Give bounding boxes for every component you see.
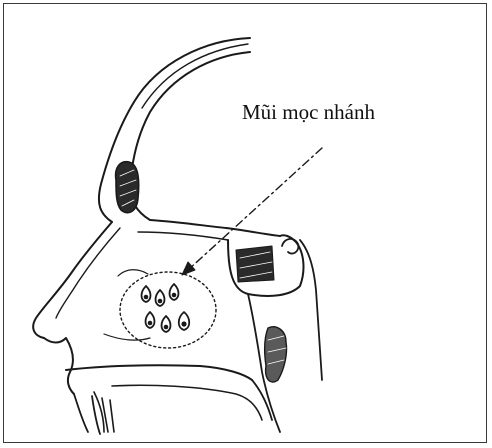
nasal-cavity-roof-inner [138, 232, 228, 240]
polyp-region-outline [120, 272, 216, 348]
turbinate-lines [104, 270, 150, 340]
polyp [142, 286, 151, 302]
hard-palate [66, 365, 252, 380]
sphenoid-sinus [236, 246, 274, 282]
polyp [170, 284, 179, 300]
nasal-bridge [33, 222, 112, 338]
skull-contour-extra [142, 44, 248, 108]
callout-arrowhead [182, 262, 195, 275]
polyp [156, 290, 165, 306]
polyp [179, 312, 190, 330]
sella-turcica [282, 239, 298, 254]
frontal-sinus [116, 162, 139, 213]
nasal-bridge-inner [56, 228, 120, 318]
polyp-callout-label: Mũi mọc nhánh [242, 100, 375, 125]
skull-inner-contour [130, 52, 250, 220]
polyp [162, 316, 171, 332]
adenoid-tissue [265, 327, 287, 382]
oral-cavity-line [112, 385, 262, 420]
upper-lip [74, 394, 100, 434]
nostril [44, 338, 74, 394]
polyp [146, 312, 155, 328]
